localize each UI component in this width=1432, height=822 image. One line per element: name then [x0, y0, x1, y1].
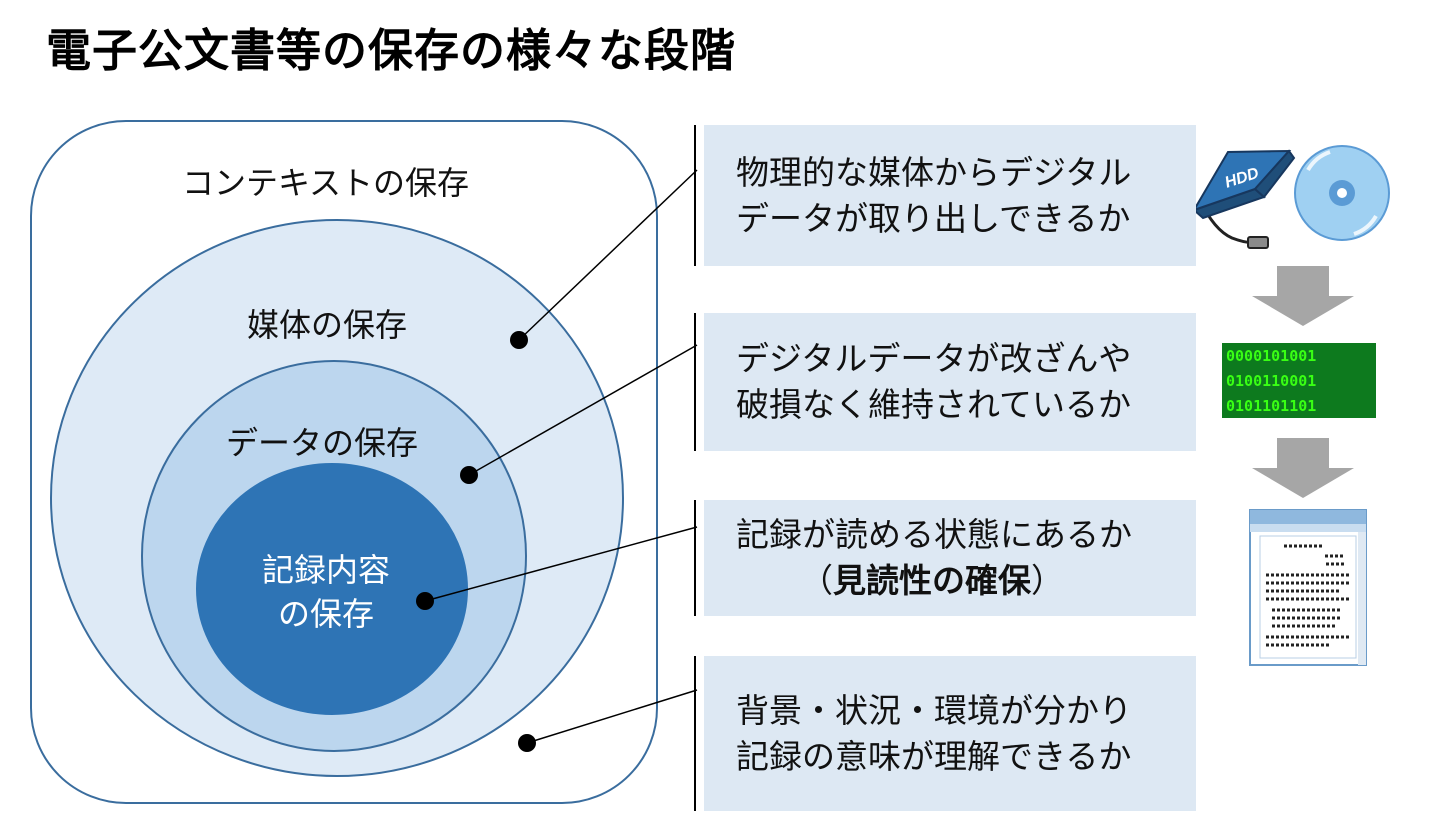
dot-media — [510, 331, 528, 349]
box-text: 記録の意味が理解できるか — [736, 736, 1132, 776]
box-divider — [694, 656, 696, 811]
down-arrow-icon — [1252, 266, 1354, 326]
media-label: 媒体の保存 — [247, 306, 408, 344]
box-divider — [694, 313, 696, 451]
box-text: 物理的な媒体からデジタル — [736, 152, 1132, 192]
box-text: 記録が読める状態にあるか — [736, 515, 1132, 554]
content-label-line1: 記録内容 — [262, 551, 391, 589]
page-title: 電子公文書等の保存の様々な段階 — [46, 24, 737, 77]
box-text: 破損なく維持されているか — [736, 385, 1132, 424]
box-text: デジタルデータが改ざんや — [736, 339, 1132, 378]
hdd-icon: HDD — [1191, 149, 1296, 249]
connector-media — [518, 169, 698, 341]
connector-data — [468, 344, 698, 476]
description-box-media: 物理的な媒体からデジタル データが取り出しできるか — [704, 125, 1196, 266]
description-box-data: デジタルデータが改ざんや 破損なく維持されているか — [704, 313, 1196, 451]
connector-content — [424, 526, 698, 602]
content-label-line2: の保存 — [278, 595, 375, 633]
svg-text:0100110001: 0100110001 — [1226, 372, 1316, 390]
svg-text:0000101001: 0000101001 — [1226, 347, 1316, 365]
box-divider — [694, 125, 696, 266]
svg-text:0101101101: 0101101101 — [1226, 397, 1316, 415]
legibility-bold-text: 見読性の確保 — [833, 561, 1031, 600]
dot-context — [518, 734, 536, 752]
dot-data — [460, 466, 478, 484]
dot-content — [416, 592, 434, 610]
document-window-icon — [1249, 509, 1367, 666]
box-text: データが取り出しできるか — [736, 198, 1131, 238]
down-arrow-icon — [1252, 438, 1354, 498]
box-text-emphasis: （見読性の確保） — [800, 561, 1064, 600]
box-divider — [694, 500, 696, 616]
description-box-context: 背景・状況・環境が分かり 記録の意味が理解できるか — [704, 656, 1196, 811]
connector-context — [526, 689, 698, 744]
description-box-content: 記録が読める状態にあるか （見読性の確保） — [704, 500, 1196, 616]
context-label: コンテキストの保存 — [182, 164, 470, 202]
cd-icon — [1294, 145, 1390, 241]
binary-data-icon: 0000101001 0100110001 0101101101 — [1222, 343, 1376, 418]
box-text: 背景・状況・環境が分かり — [736, 690, 1132, 730]
data-label: データの保存 — [226, 424, 419, 462]
